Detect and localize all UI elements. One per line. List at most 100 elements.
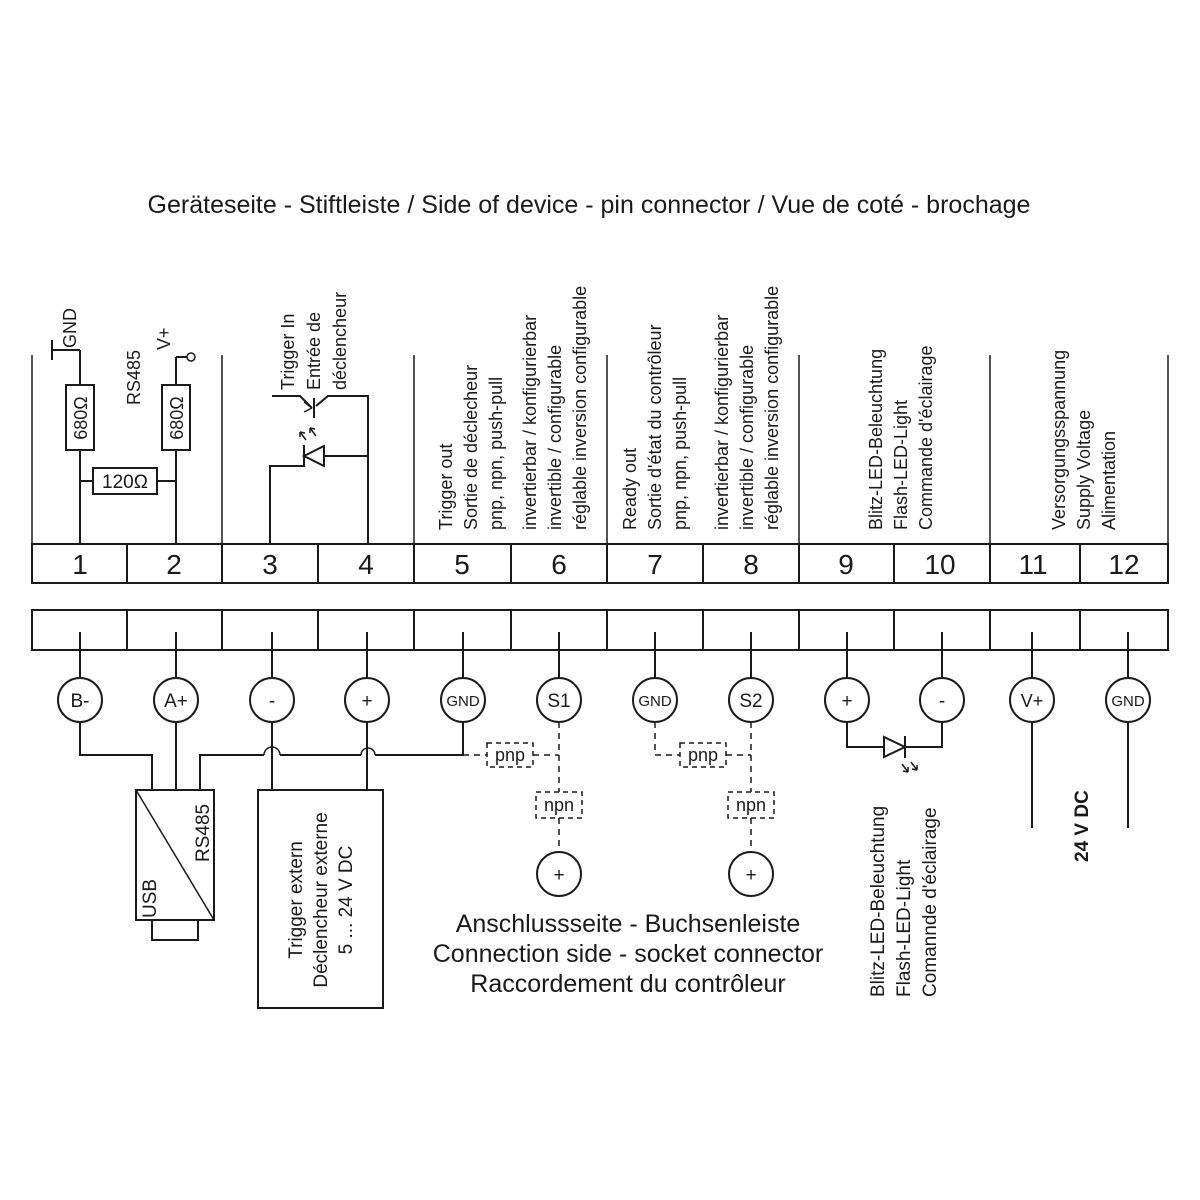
rs485-label: RS485 [124, 350, 144, 405]
trigger-in-line1: Trigger In [278, 314, 298, 390]
npn-box [535, 791, 583, 819]
pnp-label: pnp [495, 745, 525, 765]
col7-line2: Sortie d'état du contrôleur [645, 324, 665, 530]
connection-side-line2: Connection side - socket connector [433, 940, 824, 968]
column-separators [31, 355, 1169, 544]
svg-text:+: + [361, 691, 372, 712]
socket-strip [31, 609, 1169, 678]
resistor-680-b [161, 384, 191, 451]
svg-text:GND: GND [446, 693, 480, 710]
usb-label: USB [140, 879, 161, 918]
terminal-trigger-plus: + [344, 677, 390, 723]
trigger-input-optocoupler: Trigger In Entrée de déclencheur [269, 292, 369, 544]
svg-text:B-: B- [71, 691, 90, 712]
page-title: Geräteseite - Stiftleiste / Side of devi… [148, 191, 1031, 219]
col9-line1: Blitz-LED-Beleuchtung [866, 349, 886, 530]
pin-header-frame [31, 543, 1169, 584]
col11-line1: Versorgungsspannung [1049, 350, 1069, 530]
external-trigger-box: Trigger extern Déclencheur externe 5 ...… [257, 789, 384, 1009]
s2-plus-label: + [745, 865, 756, 886]
npn-label: npn [736, 795, 766, 815]
pnp-label: pnp [688, 745, 718, 765]
col9-line2: Flash-LED-Light [891, 400, 911, 530]
terminal-trigger-minus: - [249, 677, 295, 723]
pin-header-dividers [126, 544, 1081, 583]
resistor-680-a-label: 680Ω [71, 396, 91, 440]
svg-text:GND: GND [638, 693, 672, 710]
usb-wiring [79, 722, 464, 790]
svg-text:+: + [841, 691, 852, 712]
col8-line1: invertierbar / konfigurierbar [712, 315, 732, 530]
svg-text:V+: V+ [1021, 691, 1044, 711]
col11-line2: Supply Voltage [1074, 410, 1094, 530]
pin-header: 1 2 3 4 5 6 7 8 9 10 11 12 [31, 543, 1169, 584]
resistor-680-a [65, 384, 95, 451]
connection-side-line3: Raccordement du contrôleur [470, 970, 785, 998]
rs485-converter-label: RS485 [193, 804, 214, 862]
pin-number: 1 [72, 549, 88, 580]
usb-plug-icon [151, 919, 199, 941]
socket-terminals: B- A+ - + GND S1 GND S2 + - V+ GND [57, 677, 1151, 723]
terminal-gnd-12: GND [1105, 677, 1151, 723]
pin-number: 12 [1108, 549, 1139, 580]
trigger-source-box [257, 789, 384, 1009]
rs485-network: GND 680Ω V+ RS485 680Ω 120Ω [51, 308, 196, 544]
led-icon [301, 444, 325, 468]
terminal-s1: S1 [536, 677, 582, 723]
resistor-120-label: 120Ω [102, 472, 148, 493]
pin-number: 5 [454, 549, 470, 580]
svg-text:S1: S1 [547, 691, 570, 712]
terminal-gnd-7: GND [632, 677, 678, 723]
pin-number: 6 [551, 549, 567, 580]
light-arrow-icon [309, 427, 317, 437]
pnp-box [486, 742, 534, 768]
terminal-gnd-5: GND [440, 677, 486, 723]
svg-text:S2: S2 [739, 691, 762, 712]
trigger-ext-line3: 5 ... 24 V DC [336, 846, 357, 955]
s2-plus-terminal [728, 851, 774, 897]
s1-output-options: pnp npn + [463, 722, 583, 897]
pnp-box [679, 742, 727, 768]
flash-led-wiring [846, 722, 943, 773]
trigger-in-line2: Entrée de [304, 312, 324, 390]
light-arrow-icon [901, 763, 909, 773]
terminal-b-minus: B- [57, 677, 103, 723]
svg-text:-: - [269, 691, 275, 712]
svg-text:A+: A+ [164, 691, 188, 712]
col6-line2: invertible / configurable [545, 345, 565, 530]
flash-led-icon [883, 735, 908, 759]
light-arrow-icon [910, 761, 918, 771]
s2-output-options: pnp npn + [654, 722, 775, 897]
vplus-label: V+ [154, 327, 174, 350]
pin-number: 10 [924, 549, 955, 580]
npn-box [727, 791, 775, 819]
supply-wiring: 24 V DC [1031, 722, 1129, 862]
col11-line3: Alimentation [1099, 431, 1119, 530]
pin-number: 3 [262, 549, 278, 580]
trigger-in-line3: déclencheur [330, 292, 350, 390]
svg-text:-: - [939, 691, 945, 712]
s1-plus-label: + [553, 865, 564, 886]
pin-number: 2 [166, 549, 182, 580]
col7-line1: Ready out [620, 448, 640, 530]
col5-line2: Sortie de déclecheur [461, 365, 481, 530]
pin-number: 11 [1018, 549, 1047, 580]
flash-bottom-line2: Flash-LED-Light [894, 859, 915, 997]
col6-line1: invertierbar / konfigurierbar [520, 315, 540, 530]
pin-number: 7 [647, 549, 663, 580]
terminal-flash-plus: + [824, 677, 870, 723]
col7-line3: pnp, npn, push-pull [670, 377, 690, 530]
col5-line3: pnp, npn, push-pull [486, 377, 506, 530]
col9-line3: Commande d'éclairage [916, 345, 936, 530]
vplus-terminal [186, 352, 196, 362]
terminal-flash-minus: - [919, 677, 965, 723]
pin-number: 4 [358, 549, 374, 580]
terminal-a-plus: A+ [153, 677, 199, 723]
flash-bottom-line1: Blitz-LED-Beleuchtung [868, 806, 889, 997]
col5-line1: Trigger out [436, 444, 456, 530]
svg-text:GND: GND [1111, 693, 1145, 710]
resistor-680-b-label: 680Ω [167, 396, 187, 440]
socket-strip-frame [31, 609, 1169, 651]
s1-plus-terminal [536, 851, 582, 897]
